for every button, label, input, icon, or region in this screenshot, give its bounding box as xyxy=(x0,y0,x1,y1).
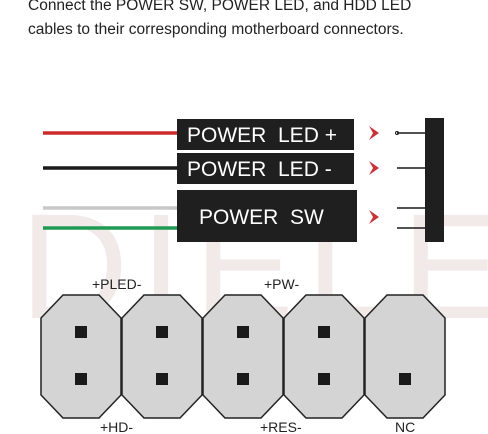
instruction-text: Connect the POWER SW, POWER LED, and HDD… xyxy=(28,0,483,42)
pin xyxy=(75,326,87,338)
pin xyxy=(399,373,411,385)
instruction-line-1: Connect the POWER SW, POWER LED, and HDD… xyxy=(28,0,412,14)
arrow-icon xyxy=(369,126,379,140)
pin xyxy=(237,373,249,385)
pin-end xyxy=(395,131,399,135)
arrow-icon xyxy=(369,161,379,175)
motherboard-header-block xyxy=(425,118,444,242)
pin-header xyxy=(40,294,446,419)
pin xyxy=(75,373,87,385)
pin-label-res: +RES- xyxy=(260,419,302,434)
connector-power-sw: POWER SW xyxy=(177,190,357,242)
connector-power-led-plus: POWER LED + xyxy=(177,119,354,150)
arrow-icon xyxy=(369,210,379,224)
pin xyxy=(318,373,330,385)
pin-group-3 xyxy=(202,294,284,419)
pin xyxy=(318,326,330,338)
pin xyxy=(237,326,249,338)
pin xyxy=(156,326,168,338)
pin-group-4 xyxy=(283,294,365,419)
pin-group-2 xyxy=(121,294,203,419)
pin-group-5 xyxy=(364,294,446,419)
pin-label-pled: +PLED- xyxy=(92,276,142,292)
pin xyxy=(156,373,168,385)
connector-label: POWER SW xyxy=(199,206,324,229)
instruction-line-2: cables to their corresponding motherboar… xyxy=(28,21,404,38)
pin-label-pw: +PW- xyxy=(264,276,299,292)
connector-label: POWER LED - xyxy=(187,158,332,181)
pin-group-1 xyxy=(40,294,122,419)
pin-label-nc: NC xyxy=(395,419,415,434)
connector-power-led-minus: POWER LED - xyxy=(177,153,354,184)
pin-label-hd: +HD- xyxy=(100,419,133,434)
connector-label: POWER LED + xyxy=(187,124,337,147)
